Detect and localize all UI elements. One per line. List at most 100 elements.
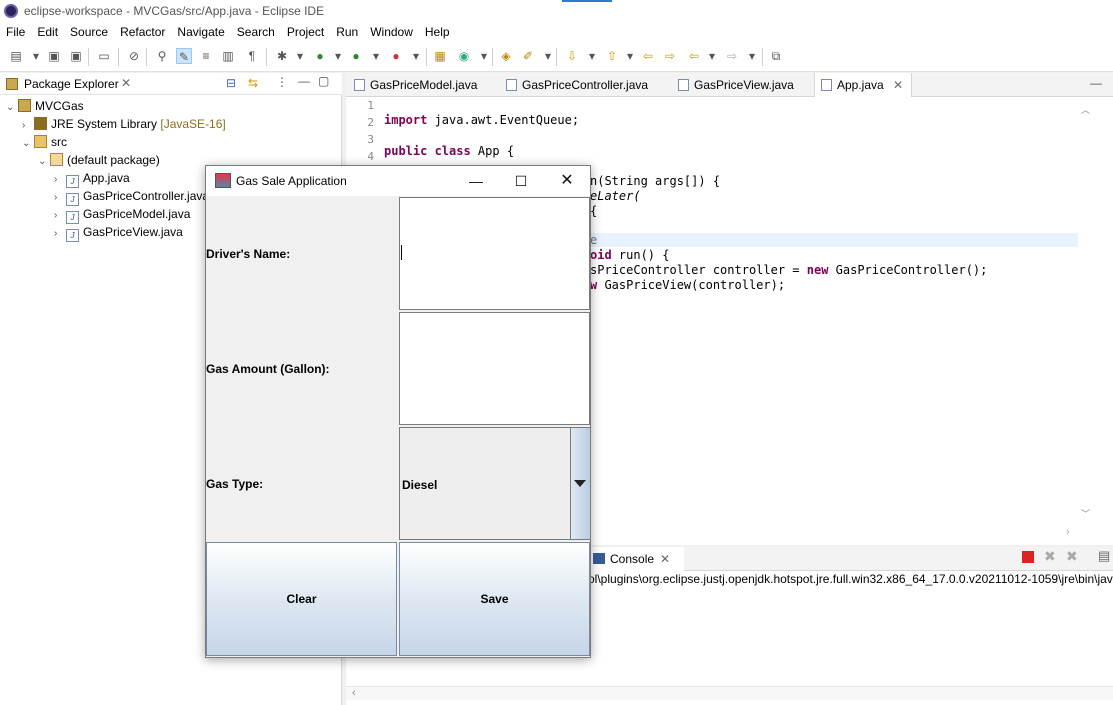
minimize-icon[interactable]: — [1090, 76, 1102, 90]
dialog-maximize-button[interactable]: ☐ [514, 173, 528, 189]
jre-label: JRE System Library [51, 117, 158, 131]
close-icon[interactable]: ✕ [893, 78, 904, 92]
forward-dropdown-icon[interactable]: ▾ [748, 49, 756, 63]
chevron-down-icon[interactable] [574, 480, 586, 487]
tree-project[interactable]: ⌄MVCGas [6, 97, 84, 115]
gas-type-select[interactable]: Diesel [399, 427, 590, 540]
save-button[interactable]: Save [399, 542, 590, 656]
chevron-right-icon[interactable]: › [54, 210, 58, 221]
mark-occurrences-icon[interactable]: ≡ [202, 49, 210, 63]
task-dropdown-icon[interactable]: ▾ [544, 49, 552, 63]
menu-edit[interactable]: Edit [37, 25, 59, 39]
chevron-right-icon[interactable]: › [54, 228, 58, 239]
dialog-minimize-button[interactable]: — [469, 173, 483, 189]
dialog-close-button[interactable]: ✕ [560, 172, 574, 189]
highlight-icon[interactable]: ✎ [176, 48, 192, 64]
new-class-icon[interactable]: ◉ [458, 49, 470, 63]
open-perspective-icon[interactable]: ⧉ [771, 49, 781, 63]
tab-gaspricecontroller[interactable]: GasPriceController.java [500, 73, 670, 97]
close-icon[interactable]: ✕ [660, 552, 671, 566]
new-icon[interactable]: ▤ [10, 49, 22, 63]
scroll-up-icon[interactable]: ︿ [1081, 105, 1091, 115]
external-tools-icon[interactable]: ● [392, 49, 400, 63]
console-horizontal-scrollbar[interactable]: ‹ [346, 686, 1113, 700]
open-task-icon[interactable]: ✐ [522, 49, 534, 63]
forward-icon[interactable]: ⇨ [726, 49, 738, 63]
editor-vertical-scrollbar[interactable]: ︿ ﹀ [1078, 97, 1092, 527]
remove-launch-icon[interactable]: ✖ [1044, 548, 1056, 564]
menu-run[interactable]: Run [336, 25, 359, 39]
terminate-icon[interactable] [1022, 551, 1034, 563]
minimize-icon[interactable]: — [298, 74, 310, 88]
skip-breakpoints-icon[interactable]: ⊘ [128, 49, 140, 63]
save-all-icon[interactable]: ▣ [70, 49, 82, 63]
chevron-down-icon[interactable]: ⌄ [22, 138, 31, 149]
search-icon[interactable]: ⚲ [157, 49, 167, 63]
tab-app[interactable]: App.java✕ [814, 73, 912, 97]
tab-gaspriceview[interactable]: GasPriceView.java [672, 73, 812, 97]
file-label: GasPriceModel.java [83, 207, 191, 221]
chevron-right-icon[interactable]: › [54, 192, 58, 203]
scroll-right-icon[interactable]: › [1066, 526, 1070, 538]
back-icon[interactable]: ⇦ [688, 49, 700, 63]
external-dropdown-icon[interactable]: ▾ [412, 49, 420, 63]
block-select-icon[interactable]: ▥ [222, 49, 234, 63]
chevron-down-icon[interactable]: ⌄ [38, 156, 47, 167]
tree-src[interactable]: ⌄src [22, 133, 67, 151]
chevron-right-icon[interactable]: › [22, 120, 26, 131]
tab-console[interactable]: Console ✕ [588, 547, 684, 571]
chevron-down-icon[interactable]: ⌄ [6, 102, 15, 113]
open-type-icon[interactable]: ◈ [501, 49, 511, 63]
menu-search[interactable]: Search [236, 25, 275, 39]
dropdown-icon[interactable]: ▾ [32, 49, 40, 63]
terminal-icon[interactable]: ▭ [98, 49, 110, 63]
gas-amount-field[interactable] [399, 312, 590, 425]
new-class-dropdown-icon[interactable]: ▾ [480, 49, 488, 63]
last-edit-icon[interactable]: ⇦ [642, 49, 654, 63]
tab-gaspricemodel[interactable]: GasPriceModel.java [348, 73, 498, 97]
scroll-down-icon[interactable]: ﹀ [1081, 509, 1091, 519]
whitespace-icon[interactable]: ¶ [248, 49, 256, 63]
menu-project[interactable]: Project [286, 25, 325, 39]
menu-file[interactable]: File [6, 25, 26, 39]
tree-jre[interactable]: ›JRE System Library [JavaSE-16] [22, 115, 226, 133]
save-icon[interactable]: ▣ [48, 49, 60, 63]
view-menu-icon[interactable]: ⋮ [276, 75, 288, 89]
prev-dropdown-icon[interactable]: ▾ [626, 49, 634, 63]
package-explorer-title[interactable]: Package Explorer [24, 77, 119, 91]
next-annotation-icon[interactable]: ⇩ [566, 49, 578, 63]
coverage-dropdown-icon[interactable]: ▾ [372, 49, 380, 63]
maximize-icon[interactable]: ▢ [318, 74, 330, 88]
tree-default-package[interactable]: ⌄(default package) [38, 151, 160, 169]
new-java-package-icon[interactable]: ▦ [434, 49, 446, 63]
menu-window[interactable]: Window [370, 25, 413, 39]
run-dropdown-icon[interactable]: ▾ [334, 49, 342, 63]
next-dropdown-icon[interactable]: ▾ [588, 49, 596, 63]
run-icon[interactable]: ● [316, 49, 324, 63]
chevron-right-icon[interactable]: › [54, 174, 58, 185]
prev-annotation-icon[interactable]: ⇧ [606, 49, 618, 63]
menu-source[interactable]: Source [70, 25, 109, 39]
menu-help[interactable]: Help [424, 25, 450, 39]
back-dropdown-icon[interactable]: ▾ [708, 49, 716, 63]
code-line-12: w GasPriceView(controller); [590, 278, 786, 292]
menu-refactor[interactable]: Refactor [120, 25, 166, 39]
clear-button[interactable]: Clear [206, 542, 397, 656]
remove-all-icon[interactable]: ✖ [1066, 548, 1078, 564]
pin-editor-icon[interactable]: ⇨ [664, 49, 676, 63]
scroll-left-icon[interactable]: ‹ [352, 687, 356, 699]
project-icon [18, 99, 31, 112]
clear-console-icon[interactable]: ▤ [1098, 548, 1111, 563]
coverage-icon[interactable]: ● [352, 49, 360, 63]
driver-name-field[interactable] [399, 197, 590, 310]
collapse-all-icon[interactable]: ⊟ [226, 76, 237, 90]
debug-dropdown-icon[interactable]: ▾ [296, 49, 304, 63]
debug-icon[interactable]: ✱ [276, 49, 288, 63]
menu-navigate[interactable]: Navigate [177, 25, 225, 39]
close-icon[interactable]: ✕ [121, 76, 132, 90]
link-editor-icon[interactable]: ⇆ [248, 76, 259, 90]
